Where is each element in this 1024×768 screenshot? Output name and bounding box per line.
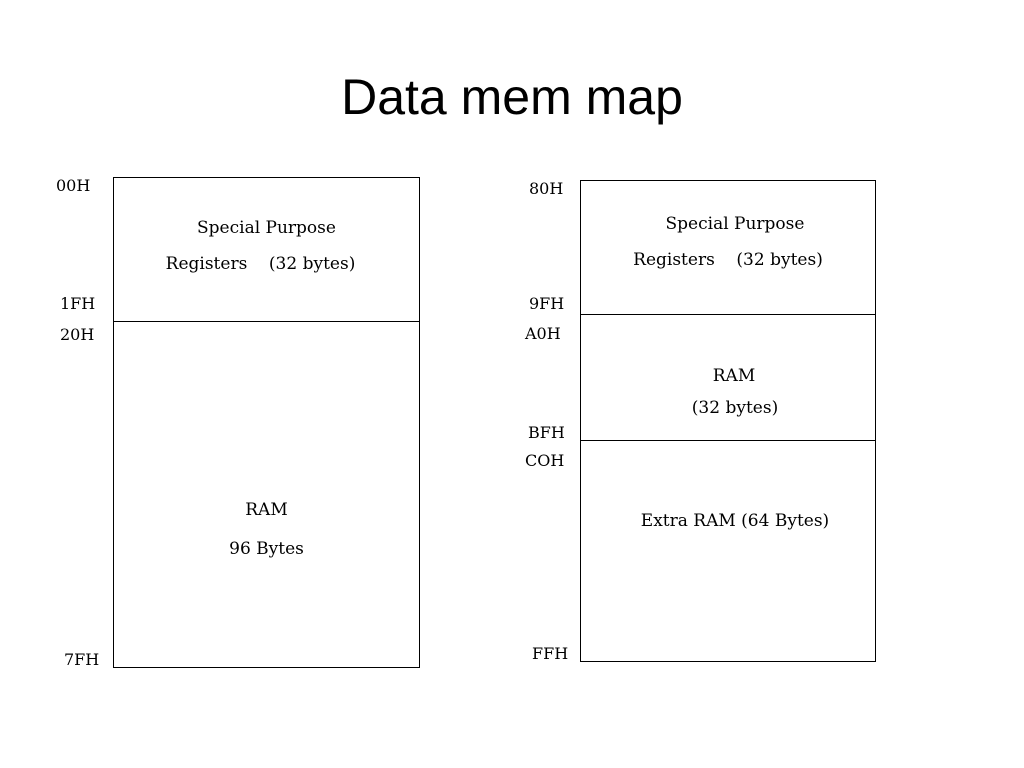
- right-address-a0h: A0H: [525, 324, 561, 343]
- right-extra-ram-label: Extra RAM (64 Bytes): [640, 511, 830, 531]
- right-ram-region: RAM (32 bytes): [580, 314, 876, 441]
- right-ram-label-line1: RAM: [712, 366, 756, 386]
- left-ram-label-line1: RAM: [245, 500, 288, 520]
- right-address-80h: 80H: [529, 179, 564, 198]
- right-address-c0h: COH: [525, 451, 565, 470]
- right-address-ffh: FFH: [532, 644, 569, 663]
- right-sfr-region: Special Purpose Registers (32 bytes): [580, 180, 876, 315]
- right-extra-ram-region: Extra RAM (64 Bytes): [580, 440, 876, 662]
- left-sfr-label-line1: Special Purpose: [197, 218, 336, 238]
- left-ram-region: RAM 96 Bytes: [113, 321, 420, 668]
- left-address-20h: 20H: [60, 325, 95, 344]
- right-address-9fh: 9FH: [529, 294, 565, 313]
- right-sfr-label-line1: Special Purpose: [665, 214, 805, 234]
- left-address-00h: 00H: [56, 176, 91, 195]
- left-sfr-label-line2: Registers (32 bytes): [165, 254, 356, 274]
- right-ram-label-line2: (32 bytes): [691, 398, 779, 418]
- left-address-7fh: 7FH: [64, 650, 100, 669]
- left-ram-label-line2: 96 Bytes: [229, 539, 304, 559]
- left-sfr-region: Special Purpose Registers (32 bytes): [113, 177, 420, 322]
- right-address-bfh: BFH: [528, 423, 565, 442]
- slide-title: Data mem map: [341, 69, 683, 125]
- right-sfr-label-line2: Registers (32 bytes): [633, 250, 823, 270]
- left-address-1fh: 1FH: [60, 294, 96, 313]
